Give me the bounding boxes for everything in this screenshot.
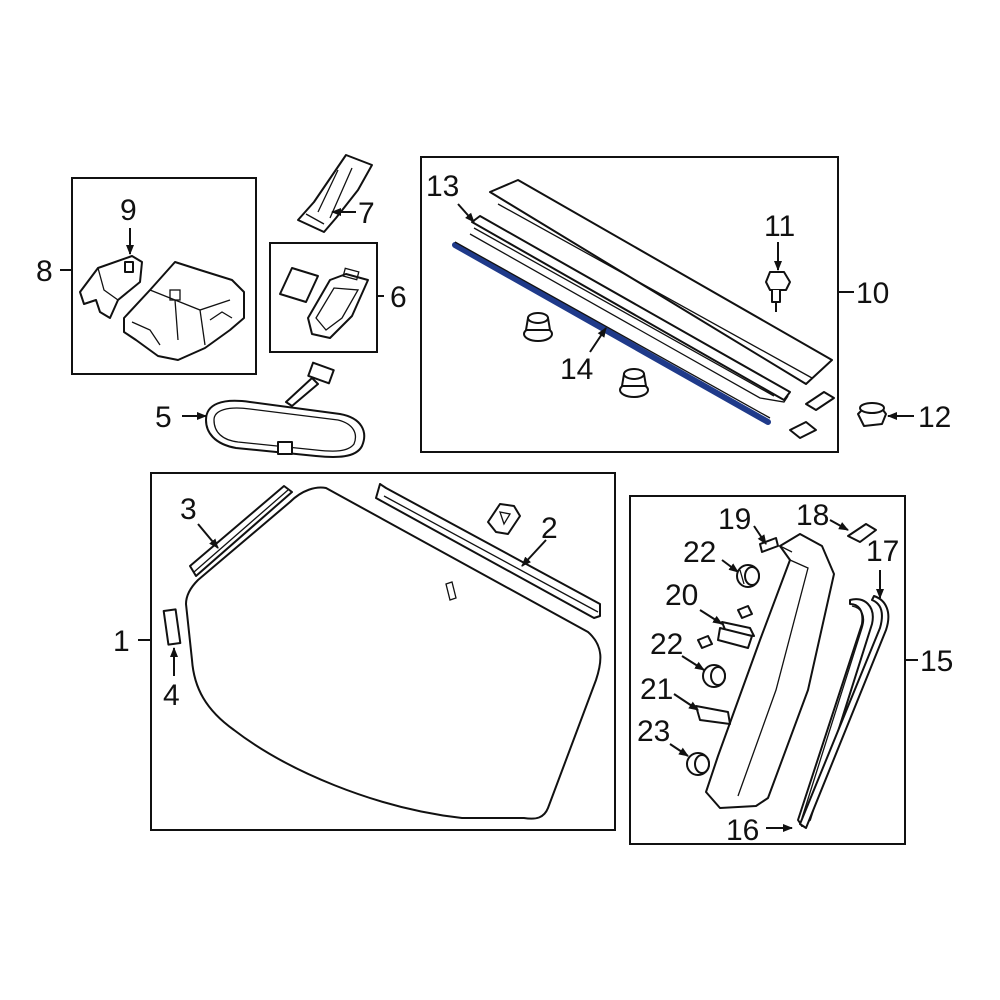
- callout-12: 12: [918, 401, 951, 434]
- part-mirror: [205, 361, 366, 458]
- part-clip-left: [523, 312, 553, 342]
- leader-3: [197, 523, 219, 549]
- leader-20: [699, 609, 723, 625]
- part-moulding-top-right: [375, 483, 601, 619]
- callout-21: 21: [640, 673, 673, 706]
- callout-13: 13: [426, 170, 459, 203]
- part-roof-molding-highlighted: [452, 242, 771, 425]
- part-mirror-mount: [487, 503, 521, 535]
- part-spacer: [162, 608, 182, 646]
- part-moulding-top-left: [189, 485, 293, 577]
- leader-14: [589, 327, 607, 353]
- callout-23: 23: [637, 715, 670, 748]
- callout-11: 11: [764, 210, 795, 243]
- part-pad-20: [697, 605, 755, 649]
- callout-19: 19: [718, 503, 751, 536]
- callout-3: 3: [180, 493, 197, 526]
- callout-15: 15: [920, 645, 953, 678]
- part-roof-molding-highlight-edge: [454, 241, 771, 419]
- callout-5: 5: [155, 401, 172, 434]
- group-box-windshield: [150, 472, 616, 831]
- part-roof-molding-outer: [469, 215, 791, 403]
- callout-22b: 22: [650, 628, 683, 661]
- callout-1: 1: [113, 625, 130, 658]
- callout-20: 20: [665, 579, 698, 612]
- callout-4: 4: [163, 679, 180, 712]
- leader-13: [457, 203, 475, 223]
- callout-7: 7: [358, 197, 375, 230]
- part-clip-pillar-19: [759, 537, 779, 553]
- part-grommet-22a: [736, 564, 760, 588]
- leader-23: [669, 743, 689, 757]
- part-bracket: [79, 255, 143, 319]
- part-clip-pillar-18: [847, 523, 877, 543]
- callout-18: 18: [796, 499, 829, 532]
- part-nut: [857, 402, 887, 427]
- leader-19: [753, 525, 767, 545]
- part-camera-module: [123, 261, 245, 361]
- part-pads: [789, 391, 835, 439]
- leader-22a: [721, 559, 739, 573]
- leader-21: [673, 693, 699, 711]
- callout-2: 2: [541, 512, 558, 545]
- group-box-camera-bracket: [71, 177, 257, 375]
- part-windshield: [185, 486, 602, 820]
- part-grommet-22b: [702, 664, 726, 688]
- group-box-sensor: [269, 242, 378, 353]
- leader-2: [521, 539, 547, 567]
- part-pillar-seal-inner: [799, 595, 890, 829]
- leader-22b: [681, 655, 705, 671]
- callout-17: 17: [866, 535, 899, 568]
- part-grommet-23: [686, 752, 710, 776]
- leader-18: [829, 519, 849, 531]
- callout-6: 6: [390, 281, 407, 314]
- callout-8: 8: [36, 255, 53, 288]
- group-box-pillar: [629, 495, 906, 845]
- part-clip-right: [619, 368, 649, 398]
- part-roof-panel: [489, 179, 833, 385]
- part-pin: [765, 271, 791, 312]
- callout-16: 16: [726, 814, 759, 847]
- callout-22a: 22: [683, 536, 716, 569]
- callout-10: 10: [856, 277, 889, 310]
- group-box-roof-molding: [420, 156, 839, 453]
- callout-9: 9: [120, 194, 137, 227]
- callout-14: 14: [560, 353, 593, 386]
- part-pillar-trim: [705, 533, 835, 809]
- part-sensor: [279, 267, 369, 339]
- part-pad-21: [695, 705, 731, 725]
